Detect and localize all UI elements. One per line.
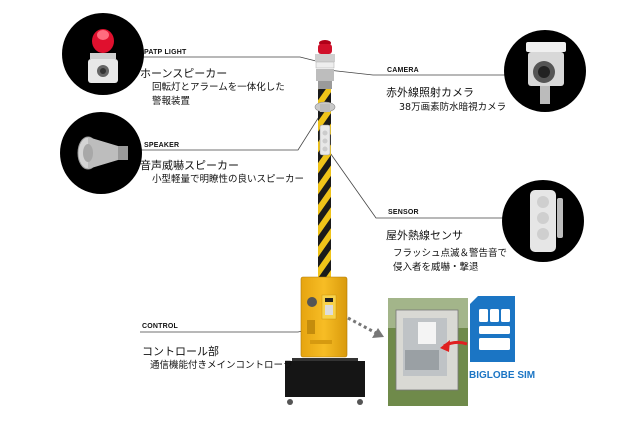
speaker-connector: [140, 111, 323, 151]
sensor-desc-2: 侵入者を威嚇・撃退: [393, 262, 479, 273]
control-box-photo: [388, 298, 468, 406]
dotted-arrow-head: [372, 328, 384, 338]
speaker-label-en: SPEAKER: [144, 142, 180, 149]
control-desc-1: 通信機能付きメインコントローラ: [150, 360, 293, 371]
sensor-label-en: SENSOR: [388, 209, 419, 216]
patp-desc-2: 警報装置: [152, 96, 191, 107]
patp-label-en: PATP LIGHT: [144, 49, 187, 56]
camera-label-en: CAMERA: [387, 67, 419, 74]
dotted-arrow-line: [347, 316, 377, 335]
tower-unit: [285, 40, 365, 405]
sim-card-icon: [470, 296, 515, 362]
security-camera-icon: [526, 42, 566, 104]
control-title: コントロール部: [142, 345, 219, 358]
control-connector: [140, 329, 309, 333]
speaker-desc-1: 小型軽量で明瞭性の良いスピーカー: [152, 174, 305, 185]
control-label-en: CONTROL: [142, 323, 179, 330]
camera-title: 赤外線照射カメラ: [386, 86, 474, 99]
rotating-beacon-icon: [88, 29, 118, 83]
horn-speaker-icon: [77, 136, 128, 170]
speaker-title: 音声威嚇スピーカー: [140, 159, 239, 172]
sensor-image: [502, 180, 584, 262]
sensor-title: 屋外熱線センサ: [386, 229, 463, 242]
camera-image: [504, 30, 586, 112]
sim-label: BIGLOBE SIM: [469, 370, 536, 381]
sensor-connector: [327, 149, 510, 219]
motion-sensor-icon: [530, 190, 563, 252]
patp-title: ホーンスピーカー: [140, 67, 228, 80]
speaker-image: [60, 112, 142, 194]
patp-connector: [138, 56, 321, 63]
patp-desc-1: 回転灯とアラームを一体化した: [152, 82, 285, 93]
patp-light-image: [62, 13, 144, 95]
camera-connector: [327, 69, 520, 76]
sensor-desc-1: フラッシュ点滅＆警告音で: [393, 248, 508, 259]
camera-desc-1: 38万画素防水暗視カメラ: [399, 102, 507, 113]
